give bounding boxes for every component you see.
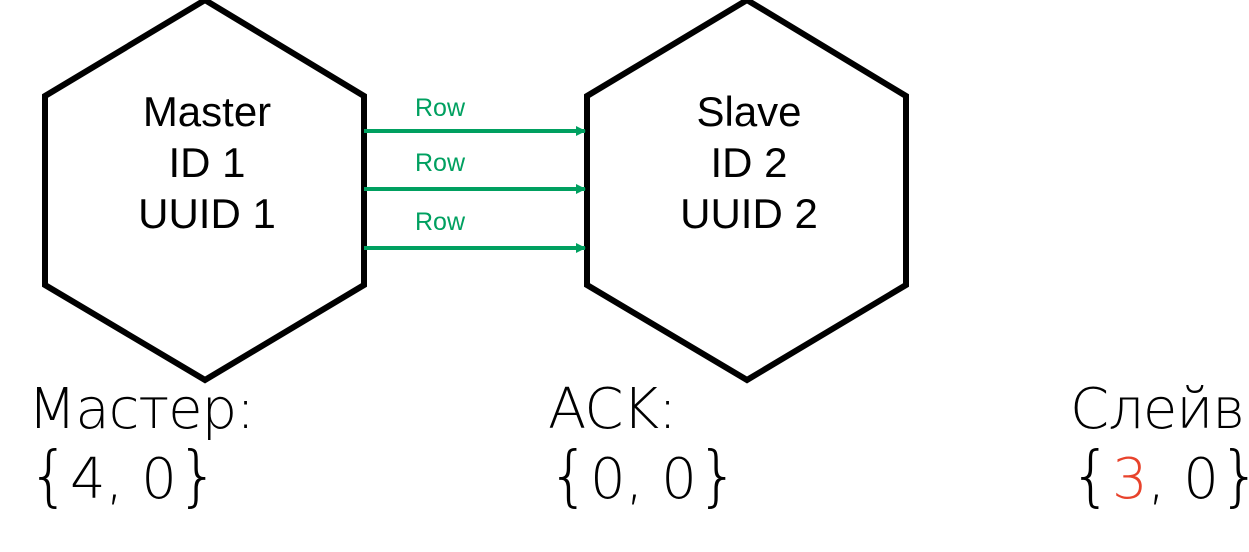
slave-value-second: 0 [1183,447,1219,512]
arrow-label: Row [415,94,466,122]
open-brace: { [548,437,590,514]
close-brace: } [176,437,219,514]
ack-value-second: 0 [661,447,697,512]
master-uuid: UUID 1 [138,190,276,237]
slave-id: ID 2 [710,139,787,186]
ack-state-value: {0, 0} [548,443,739,513]
value-separator: , [625,447,662,512]
slave-state-title: Слейв: [1070,377,1249,442]
open-brace: { [1070,437,1112,514]
arrow-label: Row [415,208,466,236]
close-brace: } [1219,437,1249,514]
master-value-second: 0 [141,447,177,512]
slave-state: Слейв: {3, 0} [1070,377,1249,513]
value-separator: , [105,447,142,512]
row-arrow: Row [364,94,586,136]
row-arrow: Row [364,208,586,253]
slave-hexagon [584,0,909,384]
slave-uuid: UUID 2 [680,190,818,237]
master-state-value: {4, 0} [28,443,254,513]
master-node: Master ID 1 UUID 1 [42,0,367,384]
slave-node: Slave ID 2 UUID 2 [584,0,909,384]
arrow-label: Row [415,149,466,177]
master-id: ID 1 [168,139,245,186]
close-brace: } [696,437,739,514]
slave-state-value: {3, 0} [1070,443,1249,513]
master-value-first: 4 [70,447,106,512]
open-brace: { [28,437,70,514]
value-separator: , [1147,447,1184,512]
slave-name: Slave [696,88,801,135]
ack-value-first: 0 [590,447,626,512]
master-name: Master [143,88,271,135]
master-state: Мастер: {4, 0} [28,377,255,513]
slave-value-first: 3 [1112,447,1148,512]
master-state-title: Мастер: [28,377,255,442]
row-arrow: Row [364,149,586,194]
ack-state-title: ACK: [548,377,677,442]
ack-state: ACK: {0, 0} [548,377,739,513]
master-hexagon [42,0,367,384]
